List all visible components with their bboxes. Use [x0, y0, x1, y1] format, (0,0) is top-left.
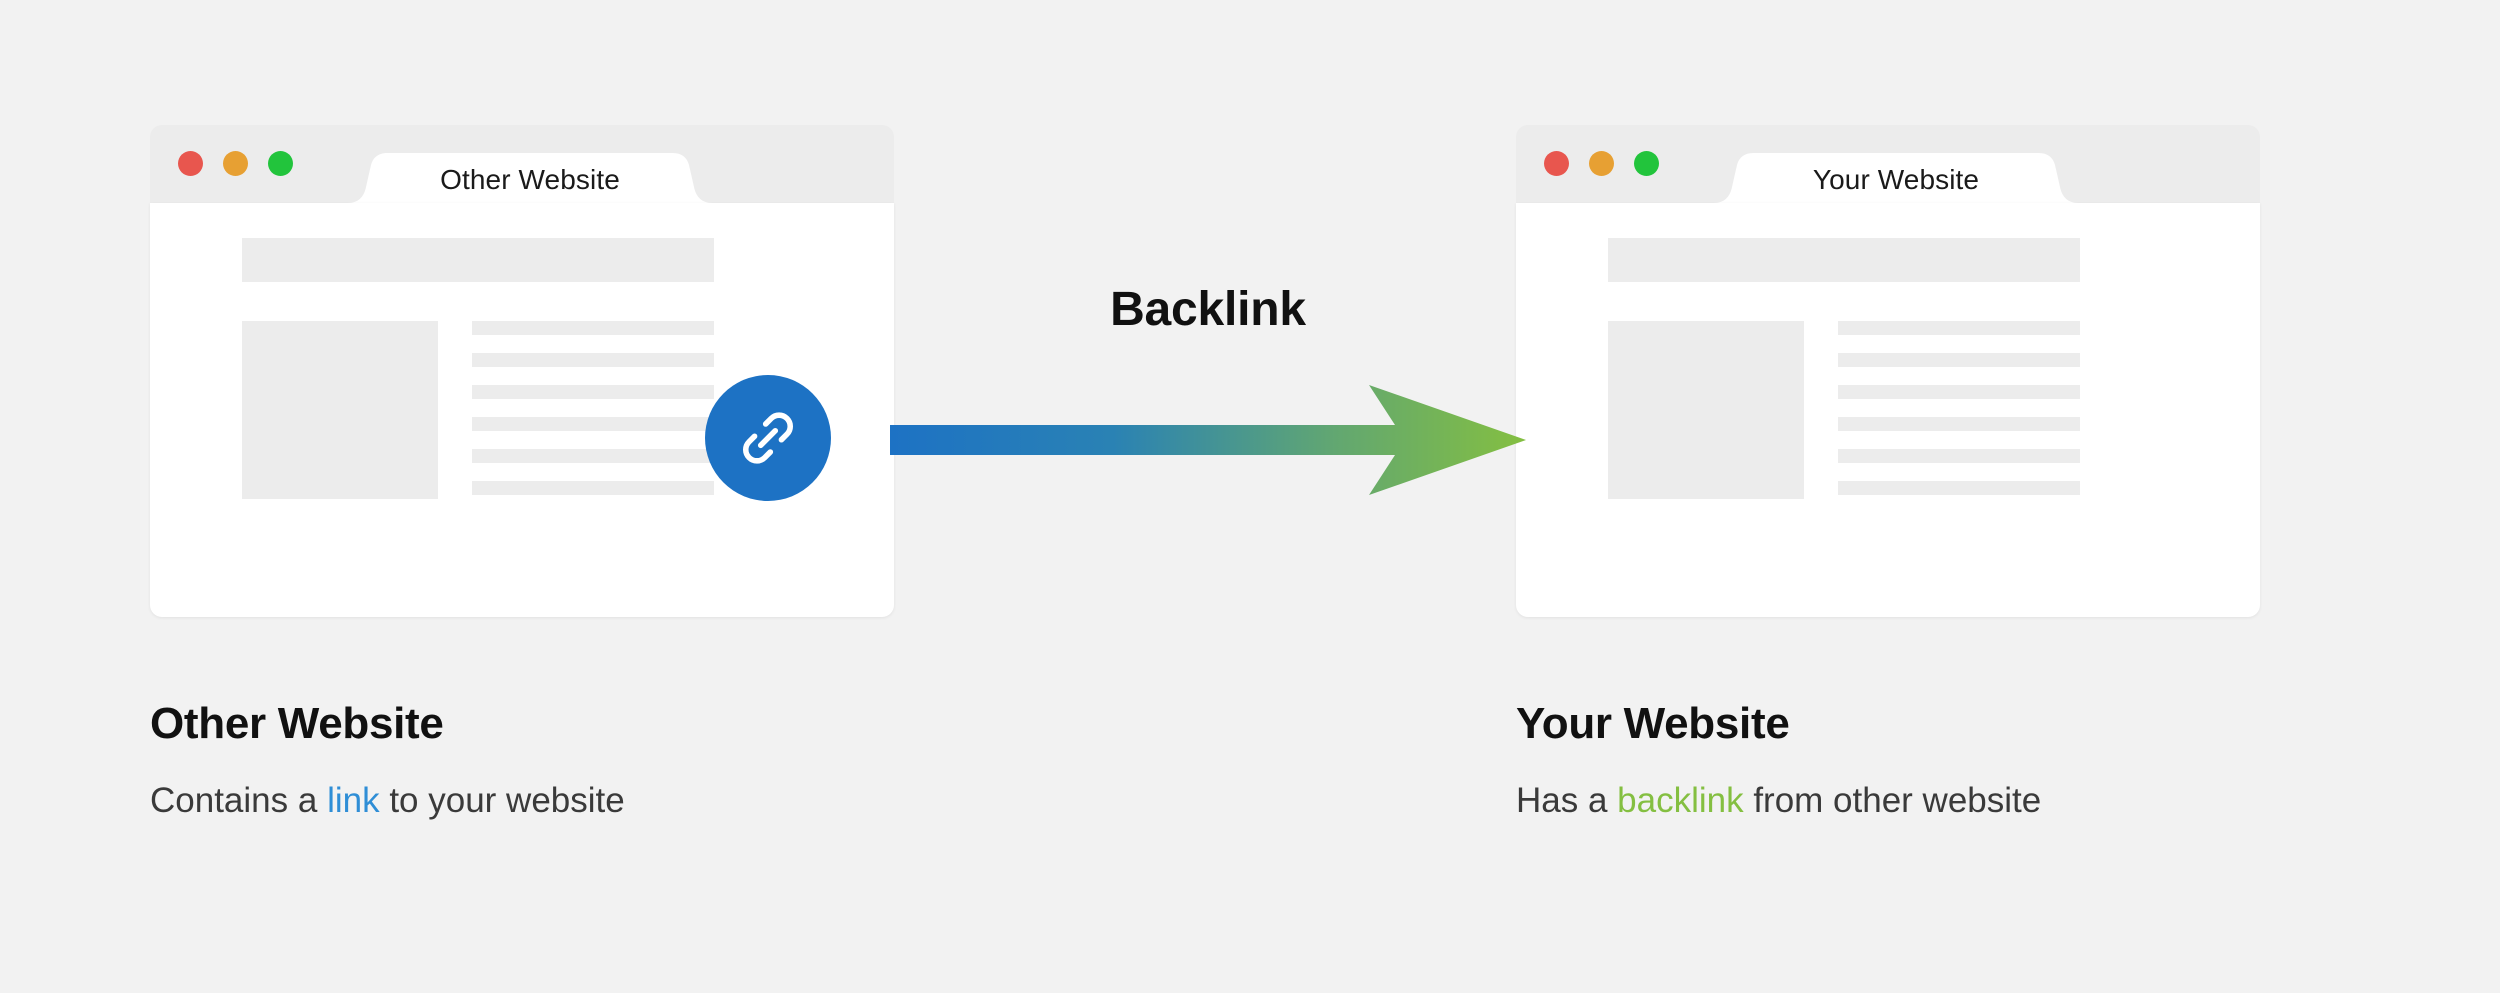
tab-shape-icon: [1706, 153, 2086, 203]
close-dot[interactable]: [1544, 151, 1569, 176]
caption-title: Other Website: [150, 699, 444, 748]
traffic-light-dots: [1544, 151, 1659, 176]
skeleton-text-block: [472, 321, 714, 495]
skeleton-text-line: [1838, 449, 2080, 463]
browser-chrome-bar: Your Website: [1516, 125, 2260, 203]
caption-text-before: Contains a: [150, 781, 328, 821]
skeleton-text-line: [472, 449, 714, 463]
caption-highlight-backlink[interactable]: backlink: [1617, 781, 1744, 821]
skeleton-header-bar: [1608, 238, 2080, 282]
browser-window-other-website: Other Website: [150, 125, 894, 617]
maximize-dot[interactable]: [268, 151, 293, 176]
tab-title-label: Your Website: [1812, 164, 1980, 195]
tab-title-label: Other Website: [440, 164, 620, 195]
caption-subtitle: Contains a link to your website: [150, 780, 1150, 822]
browser-tab-other-website[interactable]: Other Website: [340, 153, 720, 203]
link-icon: [743, 412, 793, 464]
skeleton-text-line: [472, 481, 714, 495]
browser-window-your-website: Your Website: [1516, 125, 2260, 617]
caption-highlight-link[interactable]: link: [327, 781, 380, 821]
caption-text-after: from other website: [1743, 781, 2042, 821]
link-badge[interactable]: [705, 375, 831, 501]
backlink-arrow: [890, 385, 1526, 495]
backlink-label: Backlink: [1110, 283, 1306, 336]
caption-your-website: Your Website Has a backlink from other w…: [1516, 699, 2500, 822]
arrow-right-icon: [890, 385, 1526, 495]
browser-chrome-bar: Other Website: [150, 125, 894, 203]
skeleton-header-bar: [242, 238, 714, 282]
skeleton-text-line: [1838, 385, 2080, 399]
caption-text-before: Has a: [1516, 781, 1618, 821]
minimize-dot[interactable]: [223, 151, 248, 176]
skeleton-text-block: [1838, 321, 2080, 495]
skeleton-text-line: [1838, 481, 2080, 495]
skeleton-text-line: [472, 353, 714, 367]
skeleton-image-placeholder: [1608, 321, 1804, 499]
caption-title: Your Website: [1516, 699, 1790, 748]
skeleton-text-line: [1838, 353, 2080, 367]
skeleton-text-line: [1838, 321, 2080, 335]
skeleton-text-line: [1838, 417, 2080, 431]
minimize-dot[interactable]: [1589, 151, 1614, 176]
skeleton-image-placeholder: [242, 321, 438, 499]
caption-subtitle: Has a backlink from other website: [1516, 780, 2500, 822]
browser-tab-your-website[interactable]: Your Website: [1706, 153, 2086, 203]
skeleton-text-line: [472, 417, 714, 431]
traffic-light-dots: [178, 151, 293, 176]
skeleton-text-line: [472, 385, 714, 399]
tab-shape-icon: [340, 153, 720, 203]
caption-other-website: Other Website Contains a link to your we…: [150, 699, 1150, 822]
page-viewport: [1516, 203, 2260, 617]
caption-text-after: to your website: [379, 781, 625, 821]
close-dot[interactable]: [178, 151, 203, 176]
maximize-dot[interactable]: [1634, 151, 1659, 176]
skeleton-text-line: [472, 321, 714, 335]
